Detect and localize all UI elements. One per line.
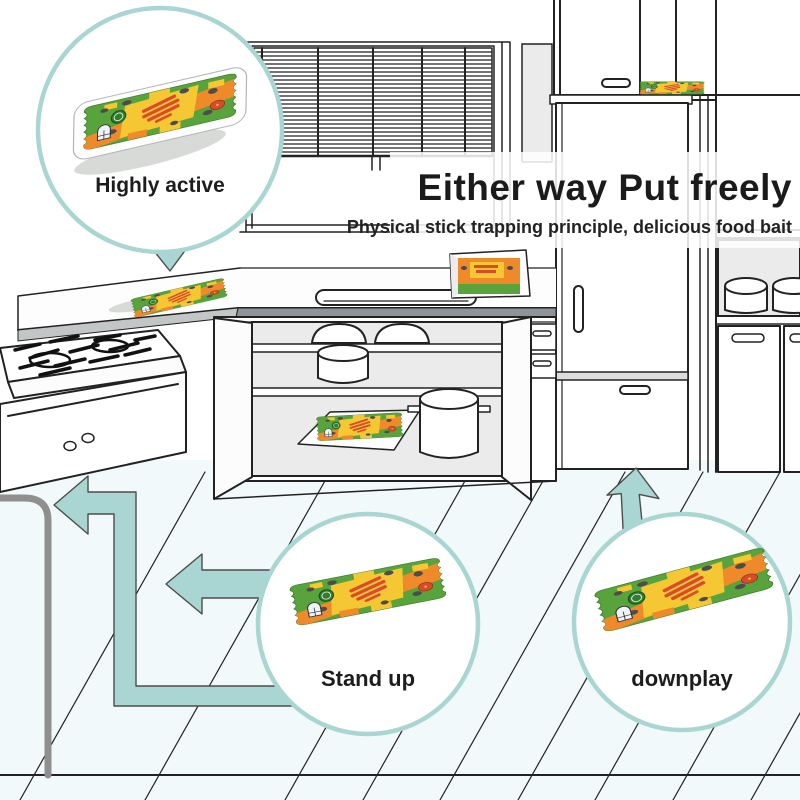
glue-trap-on-fridge [638, 82, 706, 95]
callout-downplay: downplay [571, 511, 793, 733]
cabinet-shelf [251, 343, 503, 353]
pot [317, 344, 369, 384]
toe-kick [213, 480, 557, 500]
stockpot [407, 388, 491, 459]
bowl [374, 323, 430, 344]
header: Either way Put freely Physical stick tra… [347, 152, 800, 248]
upper-cabinets [521, 0, 800, 163]
pantry-door [783, 325, 800, 473]
callout-label: downplay [631, 666, 733, 691]
stove-knob [81, 432, 95, 444]
cooktop-grate [13, 333, 157, 377]
base-cabinet [213, 316, 557, 501]
cabinet-handle [601, 78, 631, 88]
page-title: Either way Put freely [418, 167, 792, 208]
callout-label: Highly active [95, 174, 225, 197]
drawer-handle [532, 330, 552, 337]
canister [724, 277, 768, 314]
fridge-handle [573, 285, 584, 333]
glue-trap-on-counter [108, 277, 231, 319]
fridge-freezer-handle [619, 385, 651, 395]
bowl [311, 323, 367, 344]
counter-edge [235, 307, 557, 318]
pantry-unit [715, 0, 800, 473]
heading-overlay [390, 152, 800, 248]
cabinet-open-door-left [213, 317, 253, 500]
callout-label: Stand up [321, 666, 415, 691]
page-subtitle: Physical stick trapping principle, delic… [347, 217, 792, 237]
fridge [549, 94, 709, 473]
pantry-door [717, 325, 781, 473]
blind-tassels [371, 155, 381, 171]
callout-highly-active: Highly active [35, 5, 285, 255]
callout-stand-up: Stand up [255, 511, 481, 737]
wall-strip [521, 43, 553, 163]
pantry-door-handle [731, 333, 765, 343]
pantry-door-handle [789, 333, 800, 343]
fridge-divider [555, 371, 689, 381]
product-shadow [74, 129, 226, 175]
oven-handle [7, 383, 179, 417]
drawer-handle [532, 360, 552, 367]
callout-product-image [72, 67, 248, 160]
countertop [17, 267, 557, 342]
glue-trap-standing [449, 249, 531, 299]
callout-circle [255, 511, 481, 737]
stove-knob [63, 440, 77, 452]
cabinet-open-door-right [501, 316, 532, 501]
oven-door [0, 371, 187, 493]
drain-pipe [0, 494, 52, 779]
canister [772, 277, 800, 314]
drawer [527, 323, 557, 351]
stove [0, 329, 187, 493]
